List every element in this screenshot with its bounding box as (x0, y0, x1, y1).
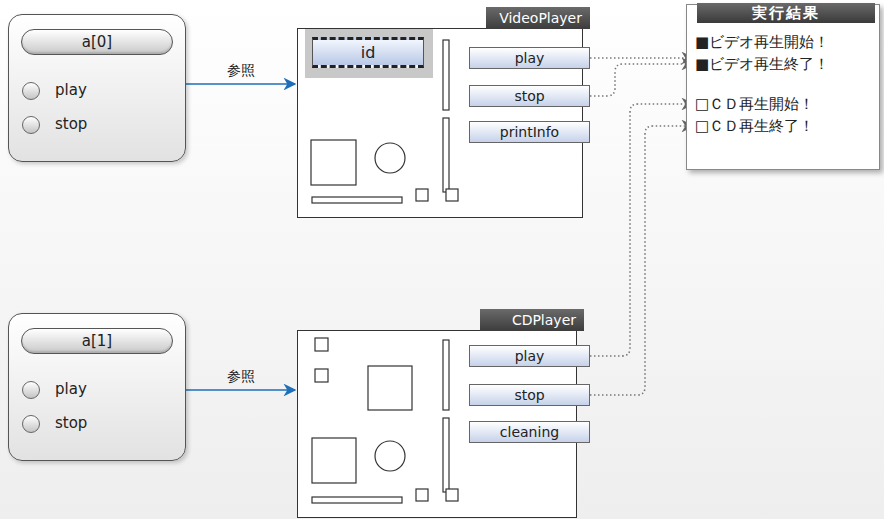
method-button-dot (22, 116, 40, 134)
output-arrow (590, 104, 693, 356)
method-button-dot (22, 82, 40, 100)
rline-node: □ＣＤ再生終了！ (695, 115, 877, 137)
output-arrow (590, 126, 693, 395)
method-label: cleaning (500, 424, 559, 440)
method-name: play (55, 81, 87, 99)
reference-pill: a[1] (21, 328, 173, 354)
result-title: 実行結果 (752, 4, 820, 23)
output-arrow (590, 64, 693, 96)
method-label: stop (514, 88, 544, 104)
edge-label: 参照 (227, 62, 255, 80)
panel-node: a[1] play stop (8, 313, 186, 461)
method-name: play (55, 380, 87, 398)
method-label: id (361, 43, 376, 62)
result-header: 実行結果 (697, 3, 875, 23)
btn-node: play (469, 47, 590, 69)
output-line: □ＣＤ再生開始！ (695, 95, 814, 114)
cd-board-art (297, 330, 577, 518)
reference-arrow (186, 389, 295, 391)
reference-pill: a[0] (21, 29, 173, 55)
output-line: ■ビデオ再生終了！ (695, 55, 829, 74)
rline-node: ■ビデオ再生開始！ (695, 31, 877, 53)
method-button-dot (22, 415, 40, 433)
class-name: VideoPlayer (499, 10, 582, 26)
method-label: printInfo (500, 124, 559, 140)
class-name-tab: CDPlayer (480, 309, 584, 331)
panel-node: a[0] play stop (8, 14, 186, 162)
btn-node: printInfo (469, 121, 590, 143)
variable-name: a[0] (82, 33, 112, 51)
board-node: VideoPlayeridplaystopprintInfo (297, 28, 583, 218)
variable-name: a[1] (82, 332, 112, 350)
rline-node: ■ビデオ再生終了！ (695, 53, 877, 75)
method-label: play (515, 348, 545, 364)
rline-node: □ＣＤ再生開始！ (695, 93, 877, 115)
btn-node: stop (469, 85, 590, 107)
method-label: stop (514, 387, 544, 403)
btn-node: play (469, 345, 590, 367)
method-name: stop (55, 414, 87, 432)
output-arrow (590, 57, 693, 59)
board-node: CDPlayerplaystopcleaning (297, 330, 577, 518)
method-label: play (515, 50, 545, 66)
method-name: stop (55, 115, 87, 133)
class-name-tab: VideoPlayer (486, 7, 590, 29)
output-line: □ＣＤ再生終了！ (695, 117, 814, 136)
chip-node: id (312, 37, 424, 68)
class-name: CDPlayer (512, 312, 576, 328)
btn-node: cleaning (469, 421, 590, 443)
edge-label: 参照 (227, 368, 255, 386)
output-line: ■ビデオ再生開始！ (695, 33, 829, 52)
result-node: 実行結果 ■ビデオ再生開始！ ■ビデオ再生終了！ □ＣＤ再生開始！ □ＣＤ再生終了！ (686, 4, 880, 170)
method-button-dot (22, 381, 40, 399)
reference-arrow (186, 83, 295, 85)
btn-node: stop (469, 384, 590, 406)
